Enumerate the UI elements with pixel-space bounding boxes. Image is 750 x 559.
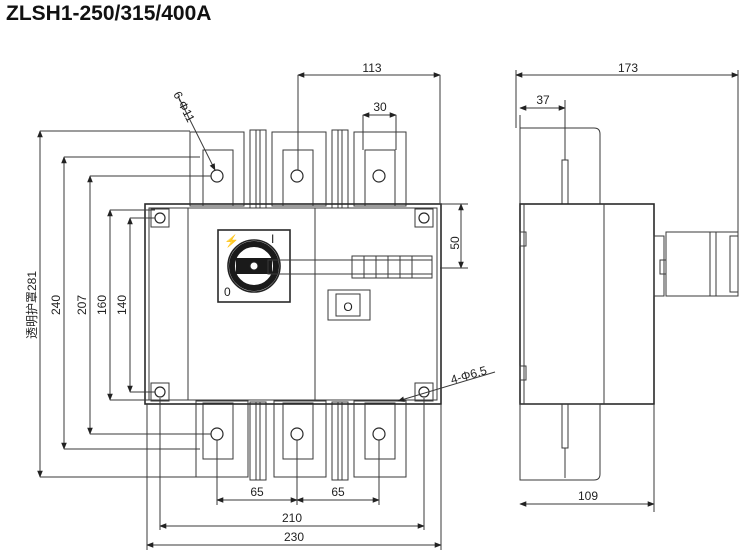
- dim-50: 50: [448, 236, 462, 250]
- handle-on-mark: I: [271, 232, 274, 246]
- front-dimensions: 113 30 6-Φ11 50 透明护罩281 240 207 160: [25, 61, 496, 550]
- handle-lever[interactable]: [267, 259, 433, 275]
- dim-65-left: 65: [250, 485, 264, 499]
- mount-hole-tr: [418, 212, 430, 224]
- bottom-terminal-right: [353, 400, 407, 478]
- mount-hole-bl: [154, 386, 166, 398]
- handle-off-mark: 0: [224, 285, 231, 299]
- dim-207: 207: [75, 295, 89, 315]
- side-body: [519, 203, 655, 405]
- dim-65-right: 65: [331, 485, 345, 499]
- page-title: ZLSH1-250/315/400A: [6, 2, 212, 25]
- dim-140: 140: [115, 295, 129, 315]
- handle-plate: [217, 229, 291, 303]
- dim-160: 160: [95, 295, 109, 315]
- terminal-hole: [372, 427, 386, 441]
- status-indicator: O: [343, 300, 352, 314]
- terminal-hole: [210, 169, 224, 183]
- dim-210: 210: [282, 511, 302, 525]
- bottom-terminal-left: [195, 400, 249, 478]
- side-dimensions: 173 37 109: [515, 61, 739, 512]
- status-indicator-frame: [327, 289, 371, 321]
- hole-callout-6: 6-Φ11: [170, 89, 197, 125]
- dim-281: 透明护罩281: [25, 271, 39, 339]
- dim-113: 113: [362, 61, 381, 75]
- top-terminal-left: [189, 131, 245, 207]
- terminal-hole: [210, 427, 224, 441]
- mount-hole-tl: [154, 212, 166, 224]
- front-view: ⚡ I 0 O: [144, 129, 442, 481]
- bottom-terminal-mid: [273, 400, 327, 478]
- switch-body: [144, 203, 442, 405]
- hole-callout-4: 4-Φ6.5: [449, 363, 489, 387]
- top-terminal-right: [353, 131, 407, 207]
- side-handle-base: [653, 235, 665, 297]
- dim-37: 37: [536, 93, 550, 107]
- dim-30: 30: [373, 100, 387, 114]
- terminal-hole: [290, 427, 304, 441]
- dim-240: 240: [49, 295, 63, 315]
- side-view: [519, 115, 739, 481]
- dim-173: 173: [618, 61, 638, 75]
- dim-109: 109: [578, 489, 598, 503]
- top-terminal-mid: [271, 131, 327, 207]
- terminal-hole: [372, 169, 386, 183]
- handle-lightning-mark: ⚡: [224, 234, 239, 248]
- side-handle-grip: [665, 231, 739, 297]
- terminal-hole: [290, 169, 304, 183]
- dim-230: 230: [284, 530, 304, 544]
